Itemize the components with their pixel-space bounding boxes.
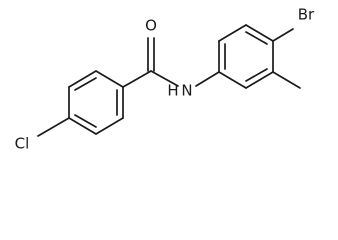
bond-ring-carbonyl (122, 70, 152, 88)
double-bond-inner (245, 68, 268, 82)
double-bond-inner (245, 31, 268, 45)
methyl-bond (272, 71, 301, 89)
bond (245, 71, 274, 89)
bond-c-br (272, 28, 294, 42)
bond (218, 71, 247, 89)
bond-c-n (150, 70, 179, 87)
bond (68, 70, 97, 88)
hydrogen-label: H (167, 82, 178, 100)
chlorine-label: Cl (15, 135, 30, 153)
chemical-structure: O N H Cl Br (15, 6, 315, 153)
bond (218, 24, 247, 42)
double-bond-inner (74, 77, 97, 91)
bond (68, 117, 97, 135)
bond-c-cl (37, 117, 70, 137)
bond (95, 117, 124, 135)
bromomethylphenyl-ring (218, 24, 274, 89)
bond-n-ring (195, 71, 220, 87)
bond (95, 70, 124, 88)
oxygen-label: O (145, 17, 157, 35)
chlorophenyl-ring (68, 70, 124, 135)
nitrogen-label: N (181, 82, 192, 100)
bromine-label: Br (298, 6, 315, 24)
double-bond-inner (74, 114, 97, 128)
bond (245, 24, 274, 42)
